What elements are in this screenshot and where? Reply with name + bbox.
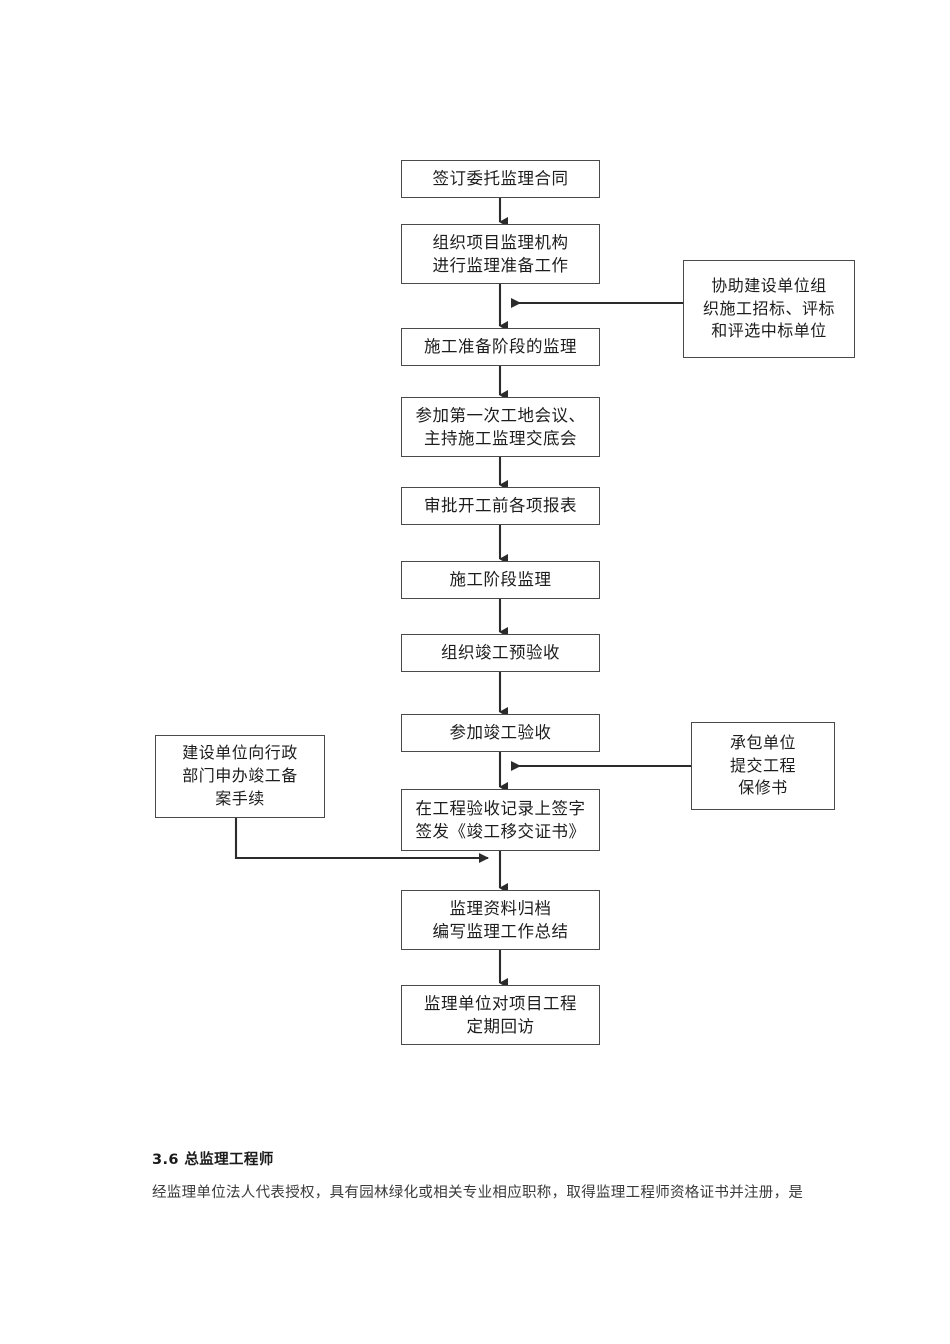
flow-node-organize-pre-completion-acceptance[interactable]: 组织竣工预验收 — [401, 634, 600, 672]
monitoring-workflow-flowchart: 签订委托监理合同 组织项目监理机构 进行监理准备工作 施工准备阶段的监理 参加第… — [155, 160, 855, 1045]
flow-node-sign-acceptance-record[interactable]: 在工程验收记录上签字 签发《竣工移交证书》 — [401, 789, 600, 851]
flow-node-approve-pre-start-forms[interactable]: 审批开工前各项报表 — [401, 487, 600, 525]
flow-node-periodic-return-visit[interactable]: 监理单位对项目工程 定期回访 — [401, 985, 600, 1045]
flow-node-organize-project-supervision-org[interactable]: 组织项目监理机构 进行监理准备工作 — [401, 224, 600, 284]
flow-node-first-site-meeting[interactable]: 参加第一次工地会议、 主持施工监理交底会 — [401, 397, 600, 457]
flow-node-sign-supervision-contract[interactable]: 签订委托监理合同 — [401, 160, 600, 198]
flow-node-owner-files-completion-record[interactable]: 建设单位向行政 部门申办竣工备 案手续 — [155, 735, 325, 818]
document-body: 3.6 总监理工程师 经监理单位法人代表授权，具有园林绿化或相关专业相应职称，取… — [152, 1148, 852, 1206]
flowchart-connectors — [234, 198, 691, 988]
flow-node-join-completion-acceptance[interactable]: 参加竣工验收 — [401, 714, 600, 752]
flow-node-archive-supervision-documents[interactable]: 监理资料归档 编写监理工作总结 — [401, 890, 600, 950]
flow-node-assist-bidding-organization[interactable]: 协助建设单位组 织施工招标、评标 和评选中标单位 — [683, 260, 855, 358]
flow-node-construction-preparation-supervision[interactable]: 施工准备阶段的监理 — [401, 328, 600, 366]
flow-node-construction-stage-supervision[interactable]: 施工阶段监理 — [401, 561, 600, 599]
flow-node-contractor-submits-warranty[interactable]: 承包单位 提交工程 保修书 — [691, 722, 835, 810]
section-paragraph: 经监理单位法人代表授权，具有园林绿化或相关专业相应职称，取得监理工程师资格证书并… — [152, 1185, 804, 1201]
edge-s3-main — [234, 818, 489, 863]
section-heading: 3.6 总监理工程师 — [152, 1152, 274, 1168]
